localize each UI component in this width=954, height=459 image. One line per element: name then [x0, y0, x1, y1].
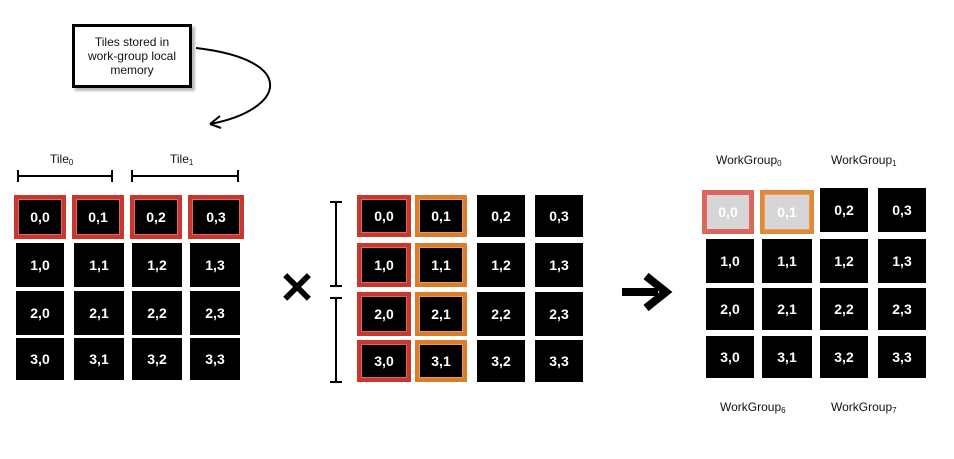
matrix-c-cell: 0,0 — [702, 190, 754, 234]
callout-text: Tiles stored in work-group local memory — [87, 35, 177, 77]
matrix-b-cell: 0,2 — [477, 195, 525, 237]
matrix-c-cell: 2,1 — [762, 288, 812, 330]
matrix-a-cell: 0,1 — [72, 195, 124, 239]
matrix-b-cell: 3,0 — [357, 340, 411, 382]
matrix-b-cell: 1,0 — [357, 243, 411, 287]
matrix-a-cell: 3,2 — [132, 338, 182, 380]
matrix-c-cell: 0,2 — [820, 188, 868, 232]
matrix-c-cell: 2,2 — [820, 288, 868, 330]
matrix-b-cell: 3,3 — [535, 340, 583, 382]
curved-arrow — [195, 47, 272, 125]
b-tile1-bracket — [330, 297, 342, 383]
matrix-a-cell: 2,1 — [74, 291, 124, 335]
matrix-a-cell: 0,0 — [14, 195, 66, 239]
b-tile0-bracket — [330, 201, 342, 287]
matrix-a-cell: 1,3 — [190, 243, 240, 287]
matrix-c-cell: 1,3 — [878, 239, 926, 283]
multiply-operator: ✕ — [278, 264, 316, 313]
matrix-b-cell: 3,1 — [415, 340, 467, 382]
matrix-a-cell: 3,1 — [74, 338, 124, 380]
matrix-a-cell: 1,0 — [16, 243, 64, 287]
matrix-a-cell: 2,2 — [132, 291, 182, 335]
matrix-a-cell: 3,3 — [190, 338, 240, 380]
matrix-c-cell: 1,2 — [820, 239, 868, 283]
workgroup7-label: WorkGroup7 — [831, 400, 897, 415]
tile1-bracket — [131, 170, 239, 182]
matrix-c-cell: 1,1 — [762, 239, 812, 283]
matrix-a-cell: 1,1 — [74, 243, 124, 287]
matrix-c-cell: 3,0 — [706, 336, 754, 378]
callout-box: Tiles stored in work-group local memory — [72, 24, 192, 88]
workgroup6-label: WorkGroup6 — [720, 400, 786, 415]
workgroup1-label: WorkGroup1 — [831, 153, 897, 168]
matrix-b-cell: 2,1 — [415, 292, 467, 336]
matrix-b-cell: 2,0 — [357, 292, 411, 336]
tile1-label: Tile1 — [170, 152, 194, 167]
matrix-a-cell: 0,3 — [188, 195, 244, 239]
matrix-c-cell: 0,1 — [760, 190, 814, 234]
matrix-c-cell: 2,3 — [878, 288, 926, 330]
matrix-a-cell: 2,3 — [190, 291, 240, 335]
matrix-b-cell: 2,3 — [535, 292, 583, 336]
matrix-b-cell: 1,3 — [535, 243, 583, 287]
matrix-a-cell: 2,0 — [16, 291, 64, 335]
matrix-b-cell: 2,2 — [477, 292, 525, 336]
matrix-b-cell: 3,2 — [477, 340, 525, 382]
matrix-a-cell: 3,0 — [16, 338, 64, 380]
result-arrow — [622, 272, 673, 312]
matrix-a-cell: 0,2 — [130, 195, 182, 239]
curved-arrow-head — [209, 115, 222, 129]
matrix-b-cell: 1,2 — [477, 243, 525, 287]
matrix-c-cell: 0,3 — [878, 188, 926, 232]
matrix-b-cell: 1,1 — [415, 243, 467, 287]
matrix-b-cell: 0,0 — [357, 195, 411, 237]
matrix-a-cell: 1,2 — [132, 243, 182, 287]
matrix-b-cell: 0,1 — [415, 195, 467, 237]
matrix-c-cell: 3,3 — [878, 336, 926, 378]
matrix-c-cell: 3,2 — [820, 336, 868, 378]
workgroup0-label: WorkGroup0 — [716, 153, 782, 168]
matrix-c-cell: 1,0 — [706, 239, 754, 283]
tile0-bracket — [17, 170, 113, 182]
matrix-b-cell: 0,3 — [535, 195, 583, 237]
tile0-label: Tile0 — [50, 152, 74, 167]
matrix-c-cell: 3,1 — [762, 336, 812, 378]
matrix-c-cell: 2,0 — [706, 288, 754, 330]
